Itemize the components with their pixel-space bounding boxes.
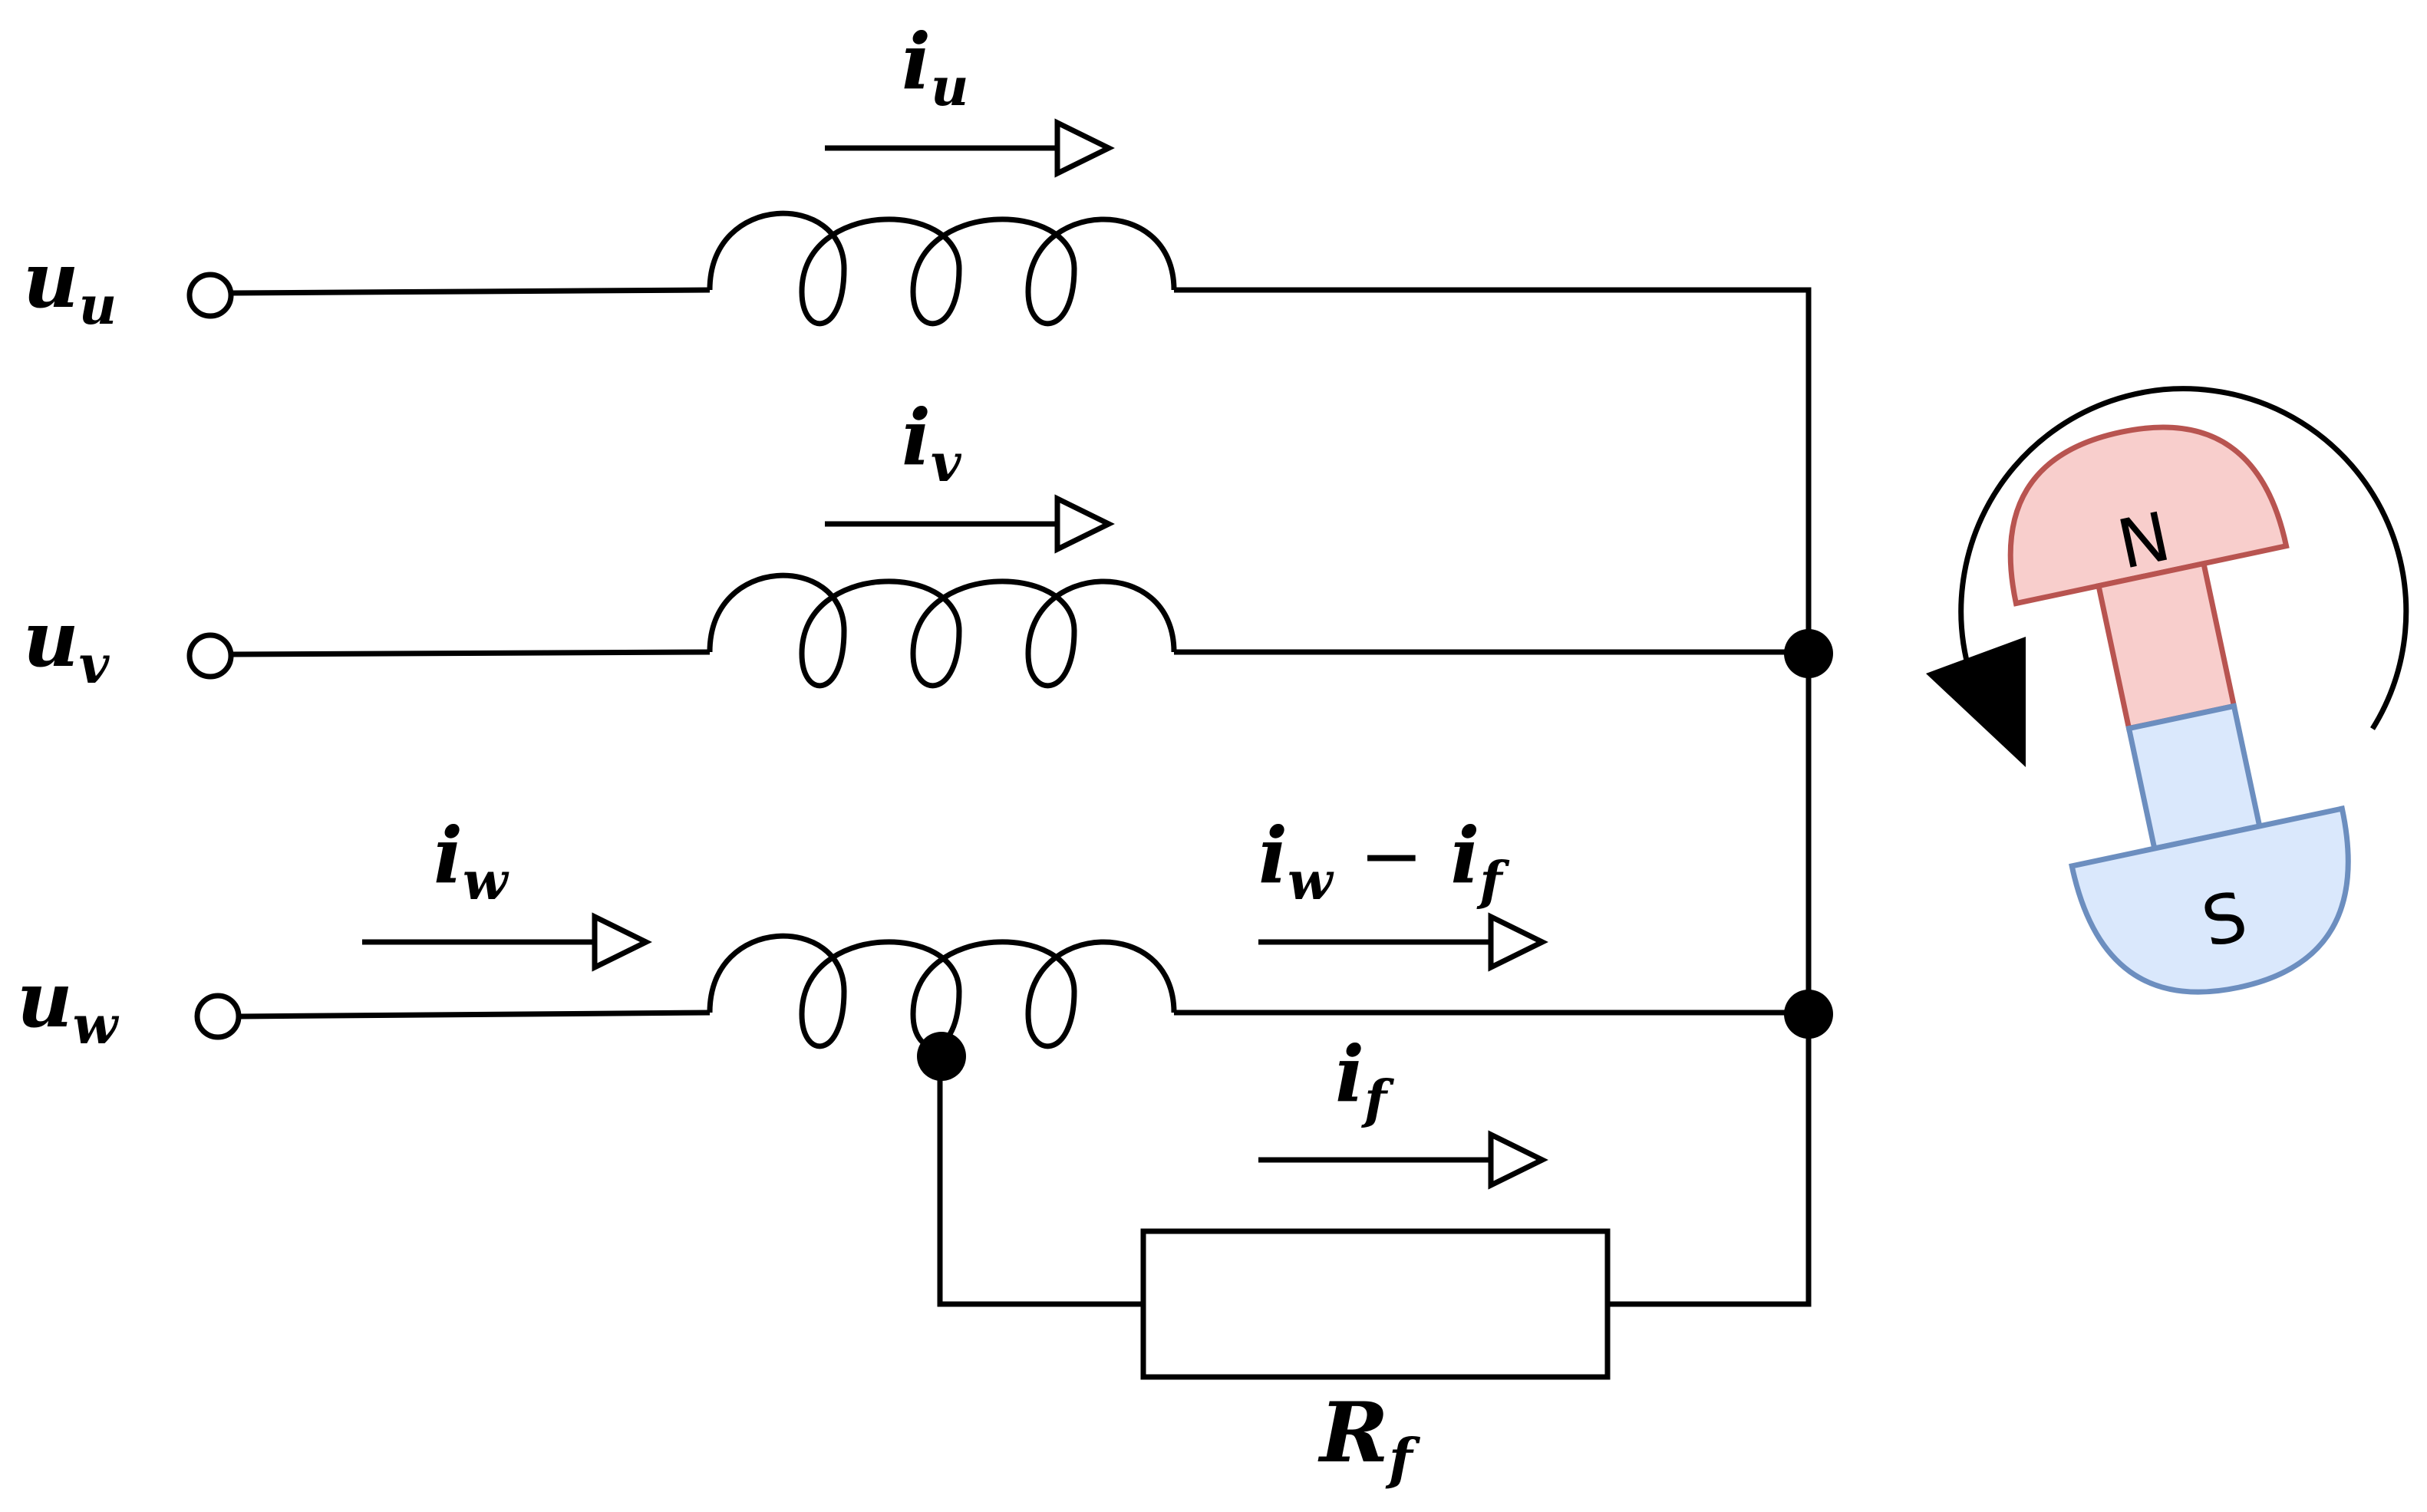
label-iu: iu: [902, 16, 968, 118]
wire-u-left: [231, 287, 711, 296]
phase-v: [186, 572, 1809, 689]
terminal-v: [186, 632, 234, 680]
arrow-iv: [825, 494, 1115, 554]
node-star-w: [1784, 990, 1833, 1039]
terminal-w: [194, 993, 242, 1040]
phase-w: [194, 933, 1809, 1049]
arrow-if-head: [1488, 1130, 1548, 1190]
rotation-arc: [1958, 386, 2409, 730]
south-pole: [2069, 805, 2351, 995]
rotation-arrowhead-icon: [1926, 637, 2026, 767]
arrow-iw-minus-if: [1258, 912, 1548, 972]
node-star-v: [1784, 629, 1833, 678]
rotor: N S: [1926, 386, 2409, 995]
label-uu: uu: [23, 235, 117, 337]
resistor-rf: [1140, 1228, 1611, 1380]
wire-fault-branch: [937, 1057, 1143, 1307]
label-uv: uv: [23, 594, 110, 696]
label-iw-minus-if: iw−if: [1258, 810, 1509, 912]
winding-v: [707, 572, 1177, 689]
phase-u: [186, 210, 1812, 656]
south-body: [2125, 703, 2263, 852]
north-pole: [2007, 424, 2290, 607]
bar-magnet: N S: [2007, 424, 2351, 995]
node-tap-w: [917, 1032, 966, 1081]
wire-v-left: [231, 649, 711, 657]
label-uw: uw: [17, 954, 120, 1056]
north-body: [2095, 560, 2237, 732]
arrow-iu: [825, 118, 1115, 178]
arrow-iw-minus-if-head: [1488, 912, 1548, 972]
label-iv: iv: [902, 392, 962, 494]
wire-u-right: [1174, 287, 1812, 656]
arrow-iw: [362, 912, 652, 972]
winding-w: [707, 933, 1177, 1049]
terminal-u: [186, 272, 234, 319]
label-iw: iw: [434, 810, 509, 912]
wire-w-left: [239, 1010, 711, 1020]
arrow-iw-head: [592, 912, 652, 972]
winding-u: [707, 210, 1177, 327]
wire-star-vertical: [1608, 656, 1812, 1307]
label-rf: Rf: [1317, 1385, 1421, 1491]
label-if: if: [1335, 1029, 1394, 1131]
arrow-iv-head: [1054, 494, 1115, 554]
arrow-iu-head: [1054, 118, 1115, 178]
arrow-if: [1258, 1130, 1548, 1190]
